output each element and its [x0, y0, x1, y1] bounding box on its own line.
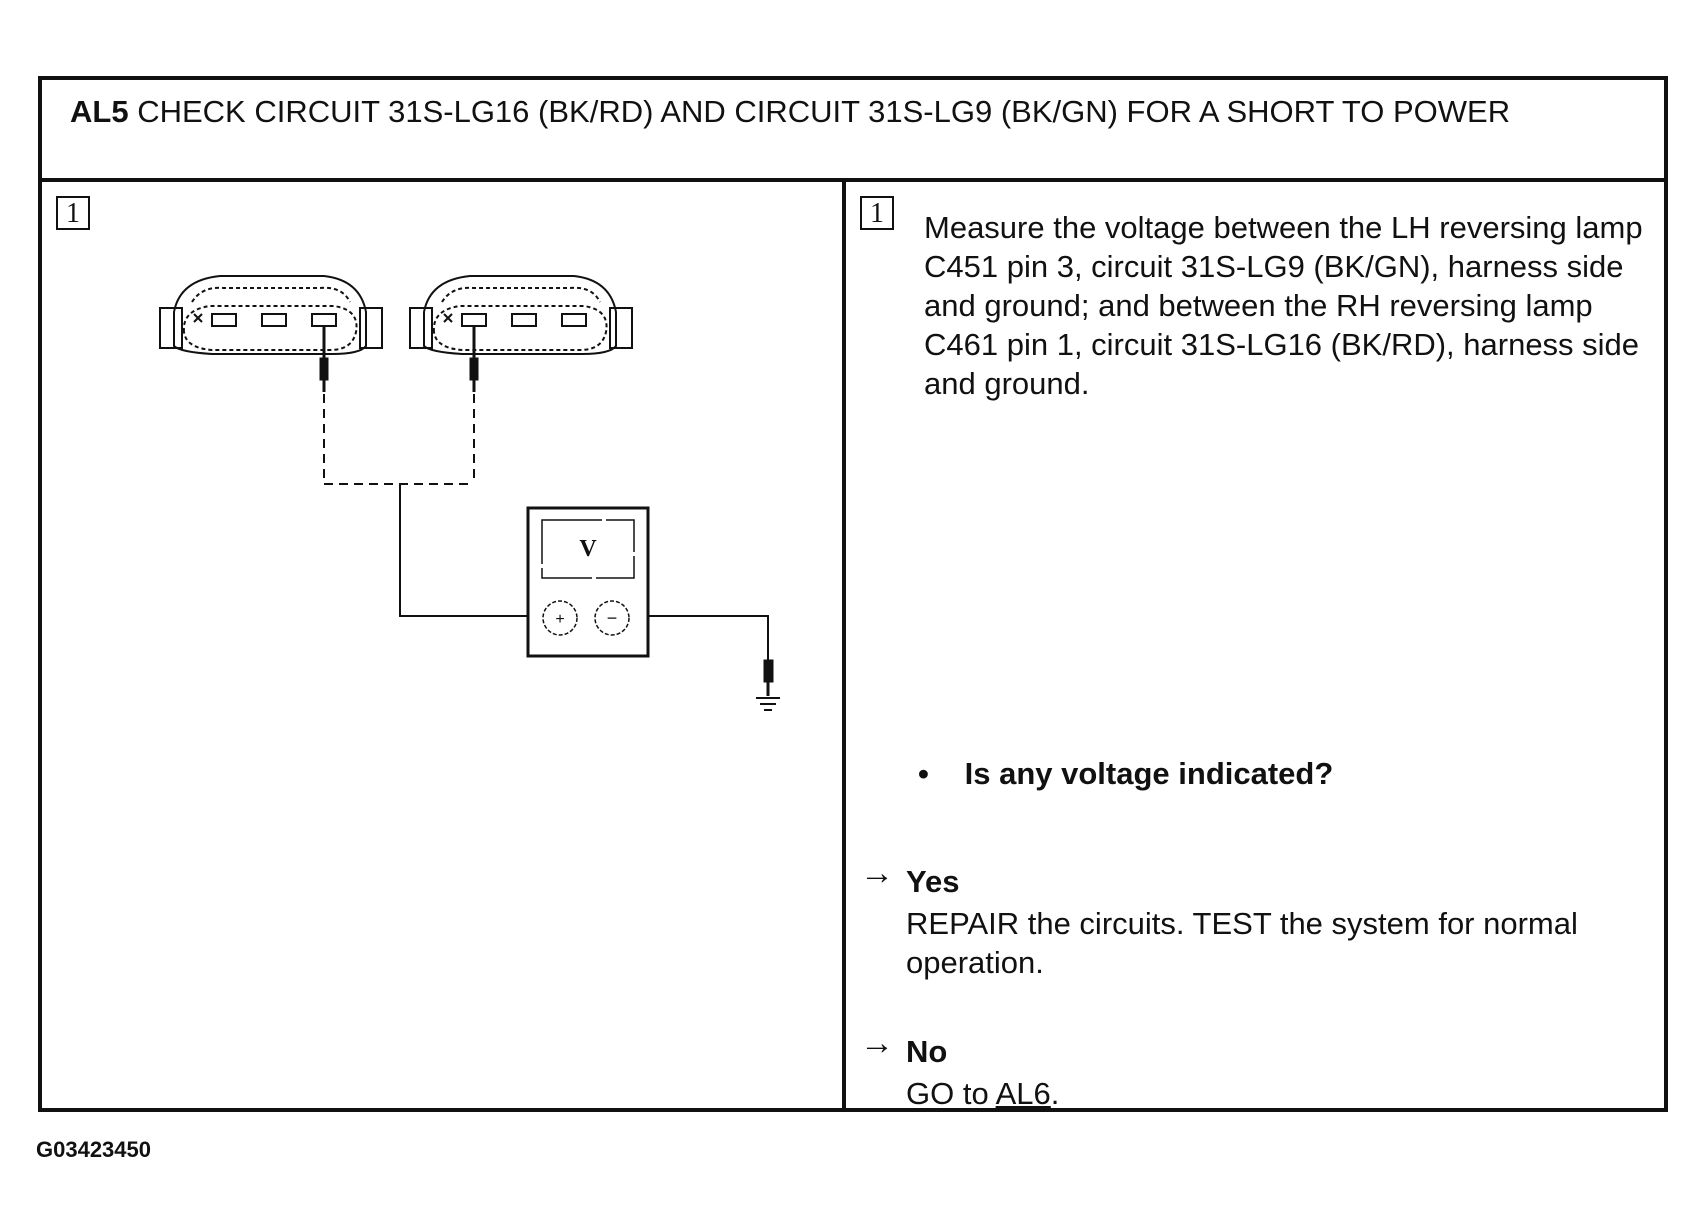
figure-id: G03423450	[36, 1137, 151, 1162]
question-bullet: •	[918, 756, 929, 791]
procedure-frame: AL5 CHECK CIRCUIT 31S-LG16 (BK/RD) AND C…	[38, 76, 1668, 1112]
ground-icon	[756, 697, 780, 711]
question-text: Is any voltage indicated?	[964, 756, 1334, 791]
ground-lead	[648, 615, 769, 660]
probe-c461	[469, 326, 479, 392]
meter-label: V	[579, 536, 597, 562]
positive-lead	[399, 484, 528, 617]
no-text-prefix: GO to	[906, 1076, 989, 1111]
diagram-panel: 1	[42, 182, 842, 1108]
no-text-suffix: .	[1050, 1076, 1060, 1111]
ground-probe	[763, 659, 774, 696]
voltmeter-icon: V + −	[526, 506, 650, 658]
diagram-step-number: 1	[56, 196, 90, 230]
connector-c461	[409, 275, 633, 355]
step-title: CHECK CIRCUIT 31S-LG16 (BK/RD) AND CIRCU…	[137, 94, 1511, 129]
meter-minus: −	[607, 608, 618, 628]
panel-divider	[842, 182, 846, 1108]
yes-text: REPAIR the circuits. TEST the system for…	[906, 906, 1578, 980]
no-label: No	[906, 1034, 948, 1069]
meter-plus: +	[555, 611, 564, 628]
dashed-leads	[323, 394, 475, 485]
step-header: AL5 CHECK CIRCUIT 31S-LG16 (BK/RD) AND C…	[42, 80, 1664, 182]
step-code: AL5	[70, 94, 129, 129]
yes-arrow-icon: →	[860, 854, 894, 892]
wiring-diagram: V + −	[159, 275, 780, 711]
no-arrow-icon: →	[860, 1024, 894, 1062]
instruction-panel: 1 Measure the voltage between the LH rev…	[846, 182, 1664, 1111]
question: • Is any voltage indicated?	[918, 756, 1333, 792]
instruction-text: Measure the voltage between the LH rever…	[924, 210, 1643, 401]
instruction-step-number: 1	[860, 196, 894, 230]
probe-c451	[319, 326, 329, 392]
no-text: GO to AL6.	[906, 1074, 1606, 1113]
yes-label: Yes	[906, 864, 960, 899]
connector-c451	[159, 275, 383, 355]
al6-link[interactable]: AL6	[995, 1076, 1051, 1111]
